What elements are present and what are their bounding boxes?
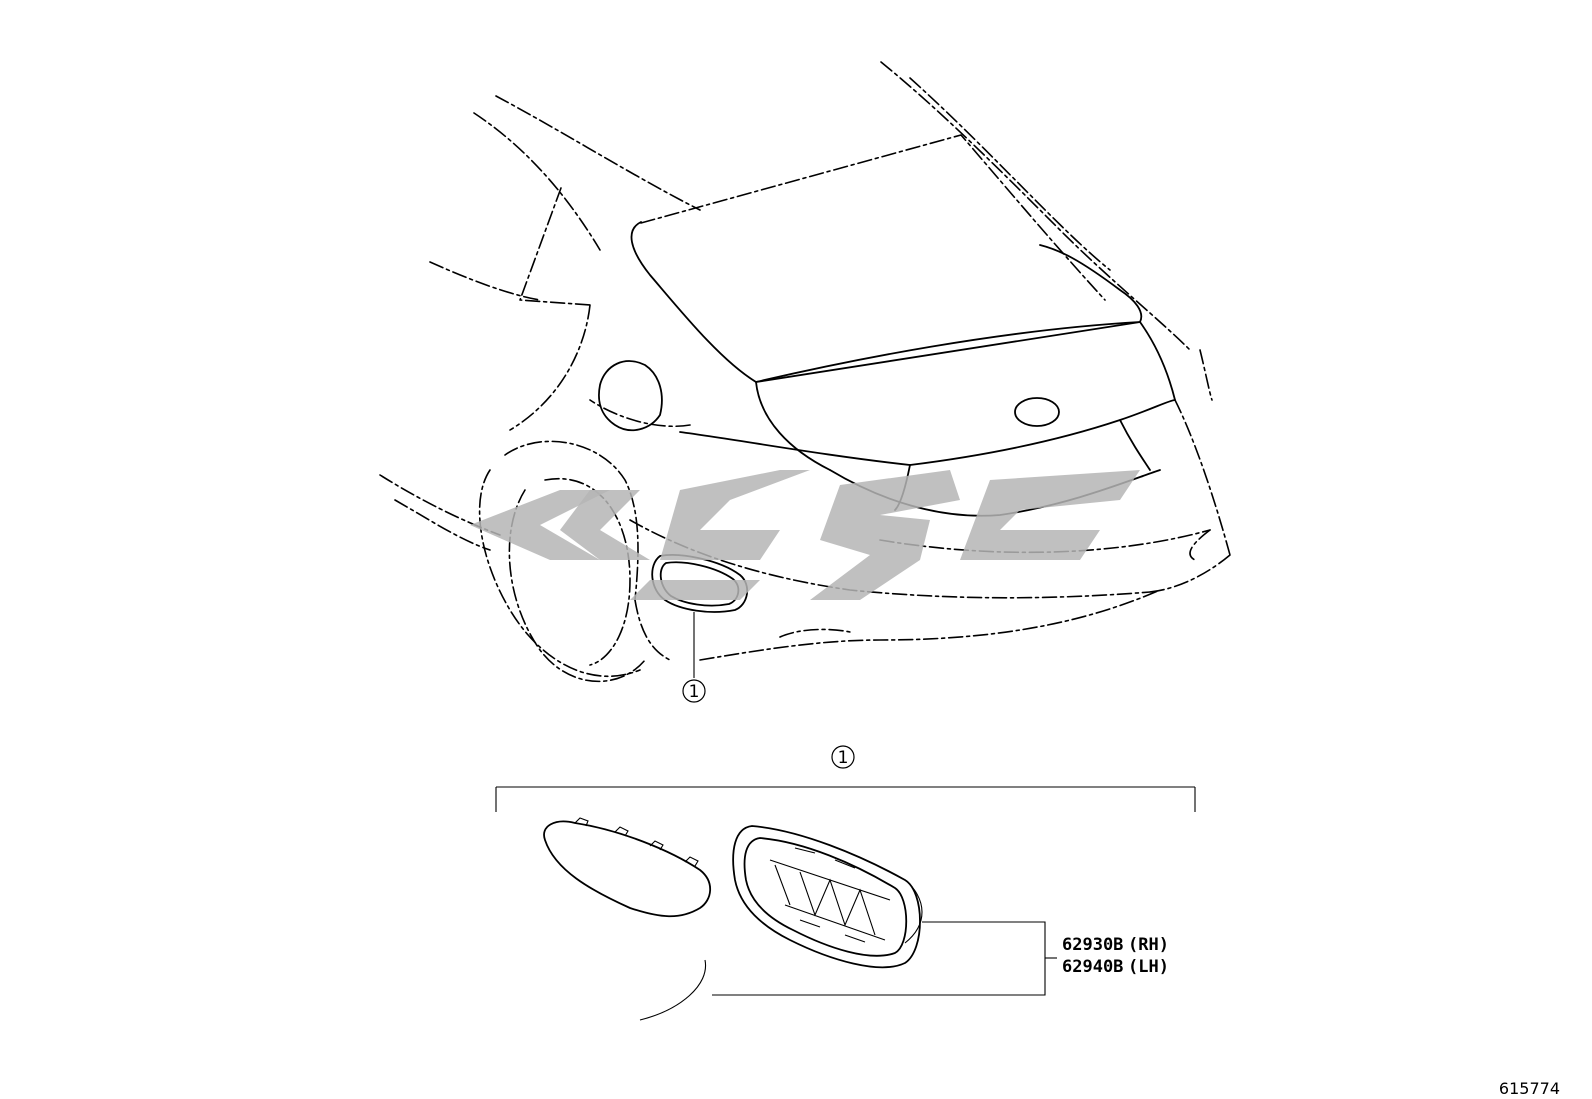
callout-vehicle-number: 1 bbox=[689, 682, 700, 702]
part-leader-lines bbox=[712, 921, 1057, 996]
part-number-lh-number: 62940B bbox=[1062, 957, 1123, 977]
assembly-bracket bbox=[495, 786, 1196, 812]
reflector-housing bbox=[732, 825, 923, 969]
part-number-lh: 62940B (LH) bbox=[1062, 957, 1169, 977]
part-number-rh: 62930B (RH) bbox=[1062, 935, 1169, 955]
part-number-lh-side: (LH) bbox=[1128, 957, 1169, 977]
callout-assembly: 1 bbox=[831, 745, 855, 769]
callout-assembly-number: 1 bbox=[838, 748, 849, 768]
illustration-code: 615774 bbox=[1499, 1079, 1560, 1098]
callout-vehicle: 1 bbox=[682, 679, 706, 703]
reflector-lens bbox=[543, 817, 712, 1021]
part-number-rh-side: (RH) bbox=[1128, 935, 1169, 955]
vehicle-outline bbox=[379, 61, 1231, 683]
part-number-rh-number: 62930B bbox=[1062, 935, 1123, 955]
watermark-logo bbox=[470, 470, 1140, 600]
